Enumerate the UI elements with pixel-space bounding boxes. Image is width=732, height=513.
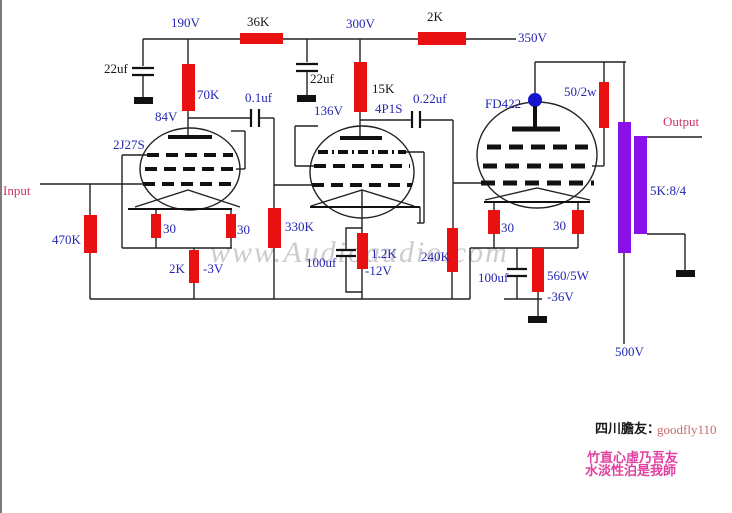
resistor-240k: [447, 228, 458, 272]
transformer-secondary: [634, 136, 647, 234]
label-2k-plate: 2K: [427, 9, 443, 24]
output-transformer: [618, 122, 647, 253]
label-5k-8-4: 5K:8/4: [650, 183, 687, 198]
label-100uf-t2: 100uf: [306, 255, 337, 270]
tube2-filament: [310, 189, 415, 207]
label-22uf-2: 22uf: [310, 71, 334, 86]
label-minus3v: -3V: [203, 261, 224, 276]
tube1-filament: [134, 189, 241, 208]
resistor-330k: [268, 208, 281, 248]
capacitor-100uf-t2: [336, 248, 356, 258]
ground-symbol: [134, 97, 153, 104]
label-minus12v: -12V: [365, 263, 392, 278]
label-tube1: 2J27S: [113, 137, 145, 152]
capacitor-100uf-t3: [507, 267, 527, 278]
resistor-50-2w: [599, 82, 609, 128]
resistor-15k: [354, 62, 367, 112]
label-2k-cathode: 2K: [169, 261, 185, 276]
label-30-t1r: 30: [237, 222, 250, 237]
tube2-grid-dashes: [312, 164, 412, 187]
resistors: [84, 32, 609, 292]
capacitor-22uf-1: [132, 66, 154, 77]
ground-symbol: [528, 316, 547, 323]
label-70k: 70K: [197, 87, 220, 102]
label-84v: 84V: [155, 109, 178, 124]
resistor-70k: [182, 64, 195, 111]
resistor-470k: [84, 215, 97, 253]
label-560-5w: 560/5W: [547, 268, 589, 283]
tube1-grid-dashes: [143, 153, 238, 186]
tube3-filament: [484, 187, 591, 201]
label-136v: 136V: [314, 103, 343, 118]
label-30-t3r: 30: [553, 218, 566, 233]
signature-id: goodfly110: [657, 422, 717, 437]
label-minus36v: -36V: [547, 289, 574, 304]
label-22uf-1: 22uf: [104, 61, 128, 76]
resistor-30-t3-left: [488, 210, 500, 234]
signature-name: 四川膽友：: [595, 422, 661, 437]
label-240k: 240K: [421, 249, 450, 264]
label-100uf-t3: 100uf: [478, 270, 509, 285]
wire-segments: [0, 0, 702, 513]
label-330k: 330K: [285, 219, 314, 234]
label-tube3: FD422: [485, 96, 522, 111]
ground-symbol: [676, 270, 695, 277]
resistor-30-t1-right: [226, 214, 236, 238]
ground-symbol: [297, 95, 316, 102]
label-0p22uf: 0.22uf: [413, 91, 447, 106]
label-36k: 36K: [247, 14, 270, 29]
resistor-560-5w: [532, 248, 544, 292]
resistor-30-t1-left: [151, 214, 161, 238]
label-0p1uf: 0.1uf: [245, 90, 273, 105]
label-input: Input: [3, 183, 31, 198]
tube3-top-cap: [528, 93, 542, 107]
tube3-grid-dashes: [481, 144, 594, 186]
label-300v: 300V: [346, 16, 375, 31]
label-30-t3l: 30: [501, 220, 514, 235]
label-15k: 15K: [372, 81, 395, 96]
capacitor-0p1uf: [249, 109, 261, 127]
tube3-fd422: [476, 93, 598, 209]
label-1k2: 1.2K: [371, 246, 397, 261]
label-30-t1l: 30: [163, 221, 176, 236]
label-470k: 470K: [52, 232, 81, 247]
label-50-2w: 50/2w: [564, 84, 597, 99]
resistor-2k-cathode: [189, 250, 199, 283]
poem-line-2: 水淡性泊是我師: [585, 464, 677, 479]
resistor-36k: [240, 33, 283, 44]
label-190v: 190V: [171, 15, 200, 30]
resistor-30-t3-right: [572, 210, 584, 234]
label-350v: 350V: [518, 30, 547, 45]
tube2-4p1s: [309, 125, 420, 219]
label-output: Output: [663, 114, 700, 129]
capacitor-0p22uf: [410, 111, 422, 128]
poem-line-1: 竹直心虛乃吾友: [587, 451, 679, 466]
capacitor-22uf-2: [296, 62, 318, 73]
tube2-envelope: [309, 125, 415, 219]
label-tube2: 4P1S: [375, 101, 403, 116]
transformer-primary: [618, 122, 631, 253]
label-500v: 500V: [615, 344, 644, 359]
resistor-1k2: [357, 233, 368, 269]
tube1-2j27s: [128, 127, 241, 211]
resistor-2k-plate: [418, 32, 466, 45]
